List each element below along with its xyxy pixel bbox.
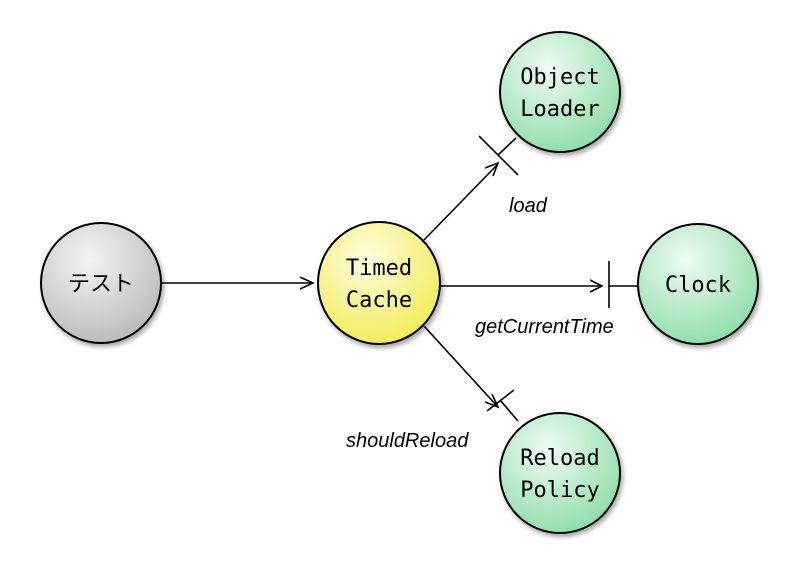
node-object-loader-label-line1: Object (520, 65, 599, 90)
node-object-loader[interactable]: Object Loader (499, 31, 621, 153)
node-timed-cache-label-line1: Timed (346, 256, 412, 281)
node-test-label: テスト (68, 272, 134, 297)
node-reload-policy[interactable]: Reload Policy (499, 412, 621, 534)
node-clock[interactable]: Clock (637, 223, 759, 345)
edge-label-load: load (509, 195, 548, 217)
edge-label-get-current-time: getCurrentTime (475, 316, 614, 338)
node-clock-label: Clock (665, 273, 731, 298)
node-reload-policy-label-line2: Policy (520, 478, 599, 503)
edge-cache-to-loader (423, 135, 519, 241)
node-timed-cache-label-line2: Cache (346, 288, 412, 313)
node-object-loader-label-line2: Loader (520, 97, 599, 122)
edge-label-should-reload: shouldReload (346, 430, 469, 452)
node-timed-cache[interactable]: Timed Cache (317, 221, 441, 345)
edge-cache-to-policy (423, 325, 519, 422)
node-test[interactable]: テスト (40, 222, 162, 344)
node-reload-policy-label-line1: Reload (520, 446, 599, 471)
edge-cache-to-clock (440, 261, 640, 308)
edge-test-to-cache (160, 276, 315, 290)
